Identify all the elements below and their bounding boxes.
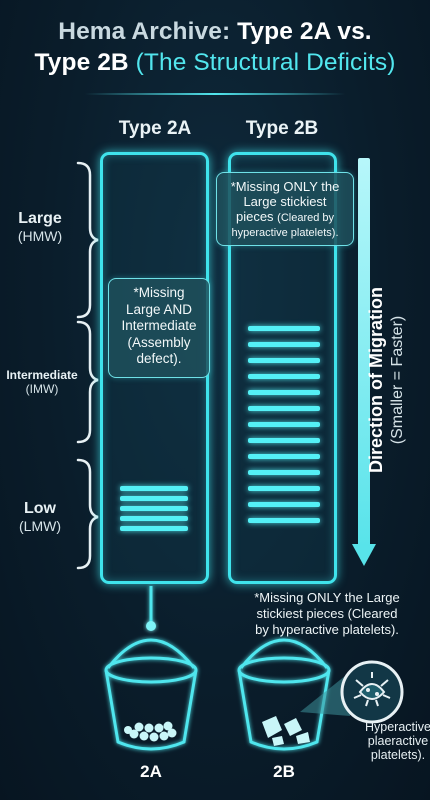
band-2a — [120, 486, 188, 491]
platelet-magnifier-icon — [300, 660, 404, 724]
callout-2a-line3: Intermediate — [121, 318, 197, 333]
title-subtitle: (The Structural Deficits) — [135, 49, 396, 76]
title-prefix: Hema Archive: — [58, 18, 231, 45]
bucket-2b-icon — [237, 638, 331, 751]
callout-2a-line5: defect). — [136, 351, 182, 366]
band-2b — [248, 454, 320, 459]
callout-type2a: *Missing Large AND Intermediate (Assembl… — [108, 278, 210, 378]
platelet-note-line1: Hyperactive — [365, 720, 430, 734]
callout-2a-line1: *Missing — [133, 285, 185, 300]
band-2b — [248, 422, 320, 427]
migration-arrow-shaft — [358, 158, 370, 548]
callout-type2b: *Missing ONLY the Large stickiest pieces… — [216, 172, 354, 246]
platelet-note-line3: platelets). — [370, 748, 426, 762]
band-2b — [248, 374, 320, 379]
callout-2a-line2: Large AND — [125, 301, 193, 317]
band-2b — [248, 438, 320, 443]
platelet-note-line2: plaeractive — [367, 734, 429, 748]
note-2b-line2: stickiest pieces (Cleared — [256, 606, 398, 621]
note-2b-line1: *Missing ONLY the Large — [254, 590, 400, 605]
band-2a — [120, 526, 188, 531]
band-2a — [120, 516, 188, 521]
callout-2b-line3: pieces — [235, 209, 274, 224]
callout-2b-line3-wrap: pieces (Cleared by — [217, 209, 353, 226]
size-label-low-abbr: (LMW) — [19, 518, 61, 534]
title-underline — [85, 93, 345, 95]
bucket-2b-contents — [262, 716, 310, 746]
size-label-low-name: Low — [24, 500, 56, 517]
callout-2b-line2: Large stickiest — [243, 194, 327, 209]
size-label-intermediate-name: Intermediate — [6, 368, 78, 382]
callout-2b-line1: *Missing ONLY the — [230, 179, 340, 194]
size-label-intermediate-abbr: (IMW) — [25, 382, 59, 396]
drain-connector — [146, 586, 156, 631]
bucket-2a-contents — [124, 721, 177, 742]
callout-2b-line4: hyperactive platelets). — [231, 227, 339, 239]
band-2b — [248, 470, 320, 475]
band-2b — [248, 390, 320, 395]
band-2b — [248, 486, 320, 491]
size-label-low: Low (LMW) — [0, 500, 80, 534]
title-type2b: Type 2B — [34, 49, 129, 76]
bucket-label-2b: 2B — [273, 762, 295, 781]
size-label-large-abbr: (HMW) — [17, 228, 63, 244]
callout-2b-line3b: (Cleared by — [277, 212, 335, 224]
note-2b-line3: by hyperactive platelets). — [255, 622, 399, 637]
bucket-2a-icon — [104, 638, 198, 751]
band-2b — [248, 406, 320, 411]
column-header-2b: Type 2B — [245, 118, 319, 139]
band-2a — [120, 506, 188, 511]
size-label-intermediate: Intermediate (IMW) — [0, 368, 84, 396]
callout-2a-line4: (Assembly — [127, 334, 191, 350]
band-2b — [248, 518, 320, 523]
platelet-note: Hyperactive plaeractive platelets). — [360, 720, 430, 762]
migration-arrow-head — [352, 544, 376, 566]
title-type2a: Type 2A vs. — [237, 18, 372, 45]
size-label-large-name: Large — [18, 210, 62, 227]
note-type2b: *Missing ONLY the Large stickiest pieces… — [232, 590, 422, 638]
page-title: Hema Archive: Type 2A vs. Type 2B (The S… — [0, 16, 430, 78]
brace-intermediate — [76, 320, 99, 444]
column-header-2a: Type 2A — [118, 118, 192, 139]
band-2b — [248, 502, 320, 507]
band-2b — [248, 326, 320, 331]
brace-low — [76, 458, 99, 570]
band-2b — [248, 342, 320, 347]
band-2a — [120, 496, 188, 501]
bucket-label-2a: 2A — [140, 762, 162, 781]
band-2b — [248, 358, 320, 363]
size-label-large: Large (HMW) — [0, 210, 80, 244]
brace-large — [76, 161, 99, 319]
